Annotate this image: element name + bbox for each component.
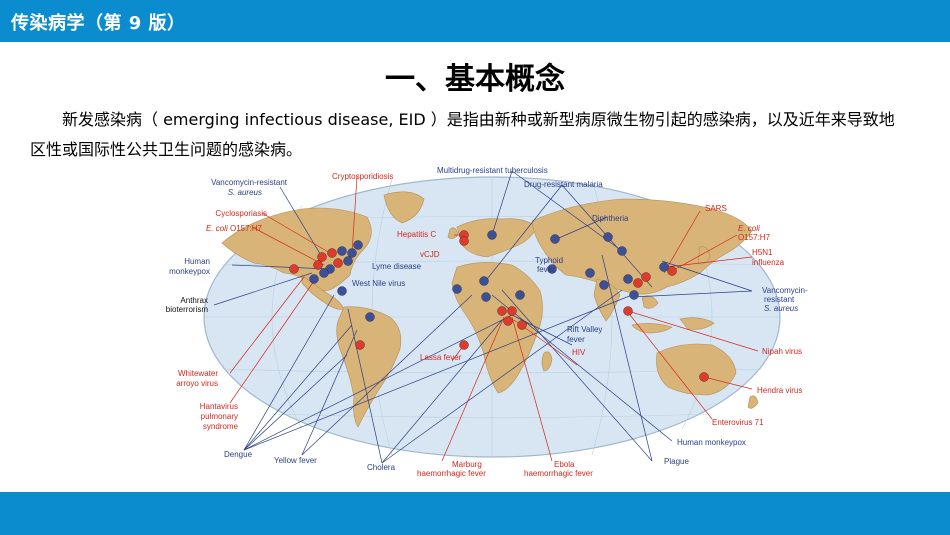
label-dengue: Dengue [224, 450, 253, 459]
label-west-nile: West Nile virus [352, 279, 405, 288]
label-h5n1-2: influenza [752, 258, 785, 267]
blue-dot [337, 286, 347, 296]
blue-dot [337, 246, 347, 256]
label-ecoli-right: E. coli [738, 224, 760, 233]
label-monkeypox-right: Human monkeypox [677, 438, 746, 447]
blue-dot [487, 230, 497, 240]
label-whitewater-2: arroyo virus [176, 379, 218, 388]
blue-dot [343, 256, 353, 266]
red-dot [633, 278, 643, 288]
map-bottom-left-labels: Dengue Yellow fever Cholera [224, 450, 396, 472]
blue-dot [353, 240, 363, 250]
header-title: 传染病学（第 9 版） [11, 13, 186, 34]
label-sars: SARS [705, 204, 727, 213]
label-plague: Plague [664, 457, 689, 466]
red-dot [503, 316, 513, 326]
label-enterovirus: Enterovirus 71 [712, 418, 764, 427]
label-cyclosporiasis: Cyclosporiasis [215, 209, 267, 218]
red-dot [459, 340, 469, 350]
red-dot [623, 306, 633, 316]
label-whitewater: Whitewater [178, 369, 218, 378]
label-hendra: Hendra virus [757, 386, 802, 395]
world-map-figure: Vancomycin-resistant S. aureus Cyclospor… [166, 166, 808, 478]
label-ebola: Ebola [554, 460, 575, 469]
header-bar: 传染病学（第 9 版） [0, 0, 950, 42]
label-typhoid: Typhoid [535, 256, 563, 265]
label-monkeypox-left-2: monkeypox [169, 267, 210, 276]
label-cryptosporidiosis: Cryptosporidiosis [332, 172, 393, 181]
red-dot [355, 340, 365, 350]
red-dot [327, 248, 337, 258]
red-dot [317, 252, 327, 262]
red-dot [313, 260, 323, 270]
blue-dot [550, 234, 560, 244]
red-dot [459, 236, 469, 246]
label-malaria: Drug-resistant malaria [524, 180, 603, 189]
red-dot [667, 266, 677, 276]
map-right-labels: SARS E. coli O157:H7 H5N1 influenza Vanc… [664, 204, 808, 466]
blue-dot [347, 248, 357, 258]
blue-dot [659, 262, 669, 272]
blue-dot [617, 246, 627, 256]
blue-dot [515, 290, 525, 300]
red-dot [507, 306, 517, 316]
label-ecoli-right-2: O157:H7 [738, 233, 771, 242]
red-dot [699, 372, 709, 382]
blue-dot [599, 280, 609, 290]
section-heading: 一、基本概念 [385, 62, 565, 97]
label-diphtheria: Diphtheria [592, 214, 629, 223]
label-hantavirus: Hantavirus [200, 402, 238, 411]
label-vre-right-3: S. aureus [764, 304, 798, 313]
label-hiv: HIV [572, 348, 586, 357]
label-vcjd: vCJD [420, 250, 440, 259]
map-center-labels: Cryptosporidiosis Multidrug-resistant tu… [332, 166, 629, 478]
label-monkeypox-left: Human [184, 257, 210, 266]
label-vre-right: Vancomycin- [762, 286, 808, 295]
label-marburg: Marburg [452, 460, 482, 469]
blue-dot [481, 292, 491, 302]
label-marburg-2: haemorrhagic fever [417, 469, 486, 478]
footer-bar [0, 492, 950, 535]
red-dot [641, 272, 651, 282]
label-vre-left: Vancomycin-resistant [211, 178, 288, 187]
label-h5n1: H5N1 [752, 248, 773, 257]
label-hantavirus-3: syndrome [203, 422, 239, 431]
label-mdr-tb: Multidrug-resistant tuberculosis [437, 166, 548, 175]
label-cholera: Cholera [367, 463, 396, 472]
label-vre-left-2: S. aureus [228, 188, 262, 197]
blue-dot [629, 290, 639, 300]
label-yellow-fever: Yellow fever [274, 456, 317, 465]
map-outbreak-dots [289, 230, 709, 382]
red-dot [497, 306, 507, 316]
blue-dot [319, 268, 329, 278]
label-typhoid-2: fever [537, 265, 555, 274]
label-hepatitis-c: Hepatitis C [397, 230, 436, 239]
label-lassa: Lassa fever [420, 353, 462, 362]
intro-paragraph: 新发感染病（ emerging infectious disease, EID … [30, 110, 895, 159]
red-dot [517, 320, 527, 330]
blue-dot [365, 312, 375, 322]
blue-dot [309, 274, 319, 284]
label-ebola-2: haemorrhagic fever [524, 469, 593, 478]
label-lyme: Lyme disease [372, 262, 422, 271]
map-left-labels: Vancomycin-resistant S. aureus Cyclospor… [166, 178, 288, 431]
label-hantavirus-2: pulmonary [201, 412, 238, 421]
blue-dot [585, 268, 595, 278]
label-anthrax-2: bioterrorism [166, 305, 209, 314]
blue-dot [452, 284, 462, 294]
red-dot [333, 258, 343, 268]
label-rift-valley-2: fever [567, 335, 585, 344]
label-anthrax: Anthrax [180, 296, 208, 305]
label-rift-valley: Rift Valley [567, 325, 602, 334]
blue-dot [623, 274, 633, 284]
blue-dot [479, 276, 489, 286]
label-ecoli-left: E. coli O157:H7 [206, 224, 263, 233]
label-nipah: Nipah virus [762, 347, 802, 356]
blue-dot [603, 232, 613, 242]
blue-dot [547, 264, 557, 274]
label-vre-right-2: resistant [764, 295, 795, 304]
red-dot [289, 264, 299, 274]
